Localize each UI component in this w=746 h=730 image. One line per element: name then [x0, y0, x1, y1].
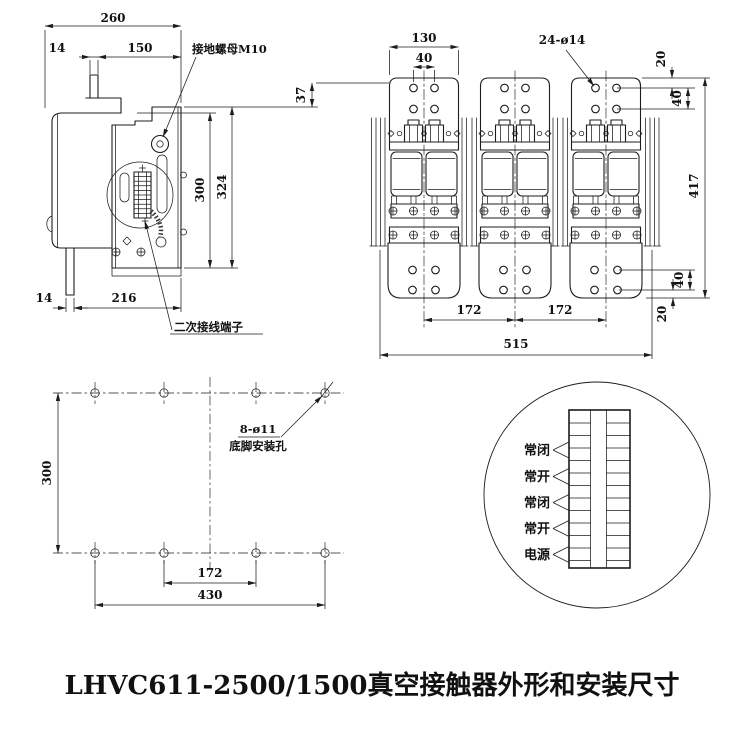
mounting-holes-desc-label: 底脚安装孔 — [229, 439, 287, 453]
side-view-foot — [65, 247, 75, 296]
dim-40-top-right-label: 40 — [670, 90, 684, 107]
side-plate — [643, 117, 652, 247]
secondary-terminal-block — [133, 164, 152, 225]
dim-40-bottom-right-label: 40 — [672, 272, 686, 289]
dim-14-top-label: 14 — [49, 41, 66, 55]
terminal-pointers — [552, 441, 570, 563]
pole-2 — [479, 71, 551, 330]
dim-216-label: 216 — [111, 291, 136, 305]
pole-1 — [388, 71, 460, 330]
front-view: 130 40 24-ø14 20 40 417 40 20 172 172 — [369, 31, 710, 359]
side-view-dimensions: 260 14 150 接地螺母M10 37 300 324 14 216 — [36, 11, 389, 335]
plate-slot-right — [156, 154, 168, 214]
plate-screw-diamond — [122, 236, 132, 246]
dim-37-label: 37 — [294, 87, 308, 104]
holes-leader — [565, 49, 595, 87]
detail-label-nc2: 常闭 — [524, 495, 550, 511]
side-view-plate — [111, 106, 182, 269]
terminal-detail-circle — [106, 161, 174, 229]
side-plate — [551, 117, 560, 247]
dim-40-top-label: 40 — [416, 51, 433, 65]
dim-14-bottom-label: 14 — [36, 291, 53, 305]
holes-24-d14-label: 24-ø14 — [539, 33, 585, 47]
dim-172-mounting-label: 172 — [197, 566, 222, 580]
dim-417-label: 417 — [687, 173, 701, 198]
side-plate — [470, 117, 479, 247]
terminal-strip — [568, 409, 631, 569]
dim-324-label: 324 — [215, 174, 229, 199]
front-view-dimensions: 130 40 24-ø14 20 40 417 40 20 172 172 — [379, 31, 710, 359]
dim-260-label: 260 — [100, 11, 125, 25]
side-plate — [460, 117, 469, 247]
side-view: 260 14 150 接地螺母M10 37 300 324 14 216 — [36, 11, 389, 335]
side-view-shelf — [85, 97, 122, 114]
mounting-holes-leader — [280, 395, 323, 438]
side-plate — [652, 117, 661, 247]
side-plate — [378, 117, 387, 247]
detail-label-power: 电源 — [524, 547, 550, 563]
secondary-cable — [149, 209, 164, 238]
side-plate — [561, 117, 570, 247]
dim-300-label: 300 — [193, 177, 207, 202]
dim-20-bottom-right-label: 20 — [655, 306, 669, 323]
secondary-terminal-label: 二次接线端子 — [174, 320, 243, 334]
dim-130-label: 130 — [411, 31, 436, 45]
ground-nut — [150, 134, 170, 154]
detail-circle — [483, 381, 711, 609]
ground-nut-leader — [162, 56, 197, 138]
mounting-holes-label: 8-ø11 — [240, 422, 276, 436]
dim-172-right-label: 172 — [547, 303, 572, 317]
ground-nut-label: 接地螺母M10 — [192, 42, 267, 56]
pole-3 — [570, 71, 642, 330]
drawing-caption: LHVC611-2500/1500真空接触器外形和安装尺寸 — [65, 670, 680, 701]
detail-label-nc1: 常闭 — [524, 443, 550, 459]
side-view-body — [51, 112, 122, 249]
dim-20-top-right-label: 20 — [654, 51, 668, 68]
side-view-post — [89, 74, 99, 99]
mounting-view: 300 172 430 8-ø11 底脚安装孔 — [40, 377, 344, 609]
side-view-bump — [46, 215, 53, 233]
side-plate — [369, 117, 378, 247]
secondary-terminal-leader — [144, 220, 173, 331]
dim-515-label: 515 — [503, 337, 528, 351]
detail-label-no2: 常开 — [524, 521, 550, 537]
mounting-view-dimensions: 300 172 430 8-ø11 底脚安装孔 — [40, 381, 334, 609]
plate-slot-left — [119, 172, 130, 203]
dim-172-left-label: 172 — [456, 303, 481, 317]
detail-label-no1: 常开 — [524, 469, 550, 485]
dim-150-label: 150 — [127, 41, 152, 55]
terminal-detail-view: 常闭 常开 常闭 常开 电源 — [483, 381, 711, 609]
dim-430-mounting-label: 430 — [197, 588, 222, 602]
dim-300-mounting-label: 300 — [40, 460, 54, 485]
